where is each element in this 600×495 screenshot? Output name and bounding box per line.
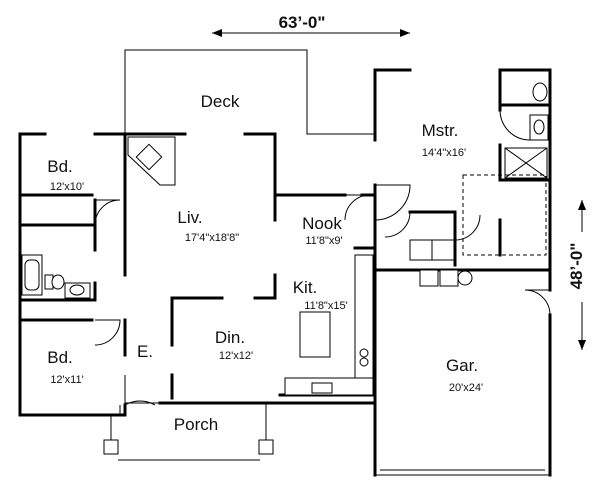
walls: [18, 68, 552, 477]
master-label: Mstr.: [422, 121, 459, 140]
nook-label: Nook: [302, 214, 342, 233]
porch-columns: [103, 402, 274, 461]
depth-dimension-label: 48’-0": [567, 243, 586, 290]
master-bath-fixtures: [462, 82, 549, 256]
dining-label: Din.: [215, 328, 245, 347]
fixtures: [21, 82, 550, 476]
kitchen-label: Kit.: [293, 278, 318, 297]
bedroom-2-size: 12'x11': [50, 374, 83, 386]
bedroom-2-label: Bd.: [47, 348, 73, 367]
width-dimension-label: 63’-0": [279, 13, 326, 32]
bedroom-1-size: 12'x10': [50, 181, 84, 193]
fireplace-icon: [127, 136, 176, 186]
master-size: 14'4"x16': [422, 147, 466, 159]
bedroom-1-label: Bd.: [47, 157, 73, 176]
width-dimension: 63’-0": [212, 13, 410, 37]
room-labels: Deck Bd. 12'x10' Liv. 17'4"x18'8" Nook 1…: [47, 92, 483, 434]
deck-label: Deck: [201, 92, 240, 111]
garage-label: Gar.: [446, 356, 478, 375]
entry-label: E.: [137, 342, 153, 361]
kitchen-size: 11'8"x15': [304, 300, 347, 312]
deck-outline: [124, 49, 375, 135]
kitchen-counter: [284, 254, 374, 396]
toilet-icon: [44, 274, 65, 290]
laundry-fixtures: [409, 239, 473, 287]
living-size: 17'4"x18'8": [185, 232, 239, 244]
doors: [94, 109, 551, 406]
bathroom-sink-icon: [64, 282, 91, 299]
living-label: Liv.: [177, 208, 202, 227]
garage-size: 20'x24': [449, 382, 483, 394]
dining-size: 12'x12': [219, 350, 253, 362]
garage-door: [375, 469, 550, 476]
depth-dimension: 48’-0": [567, 200, 594, 350]
bathtub-icon: [21, 254, 43, 296]
porch-label: Porch: [174, 415, 218, 434]
nook-size: 11'8"x9': [305, 235, 342, 247]
